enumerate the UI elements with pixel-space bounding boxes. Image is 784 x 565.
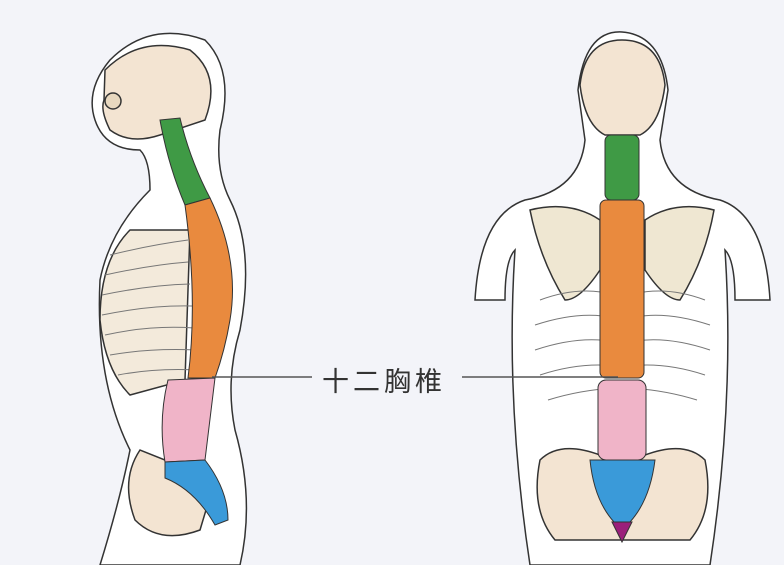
lumbar-back	[597, 379, 647, 461]
eye-socket	[104, 92, 122, 110]
coccyx-back	[611, 521, 633, 544]
sacrum-side	[164, 459, 229, 526]
left-scapula	[529, 205, 601, 301]
thoracic-vertebrae-label: 十二胸椎	[318, 360, 450, 399]
skull-back	[579, 39, 666, 136]
back-spine	[589, 134, 656, 544]
side-spine	[159, 117, 233, 526]
right-scapula	[644, 205, 715, 301]
cervical-back	[604, 134, 640, 201]
skull	[102, 44, 212, 140]
ribs-side	[101, 239, 197, 376]
thoracic-side	[184, 197, 233, 379]
thoracic-back	[599, 199, 645, 379]
